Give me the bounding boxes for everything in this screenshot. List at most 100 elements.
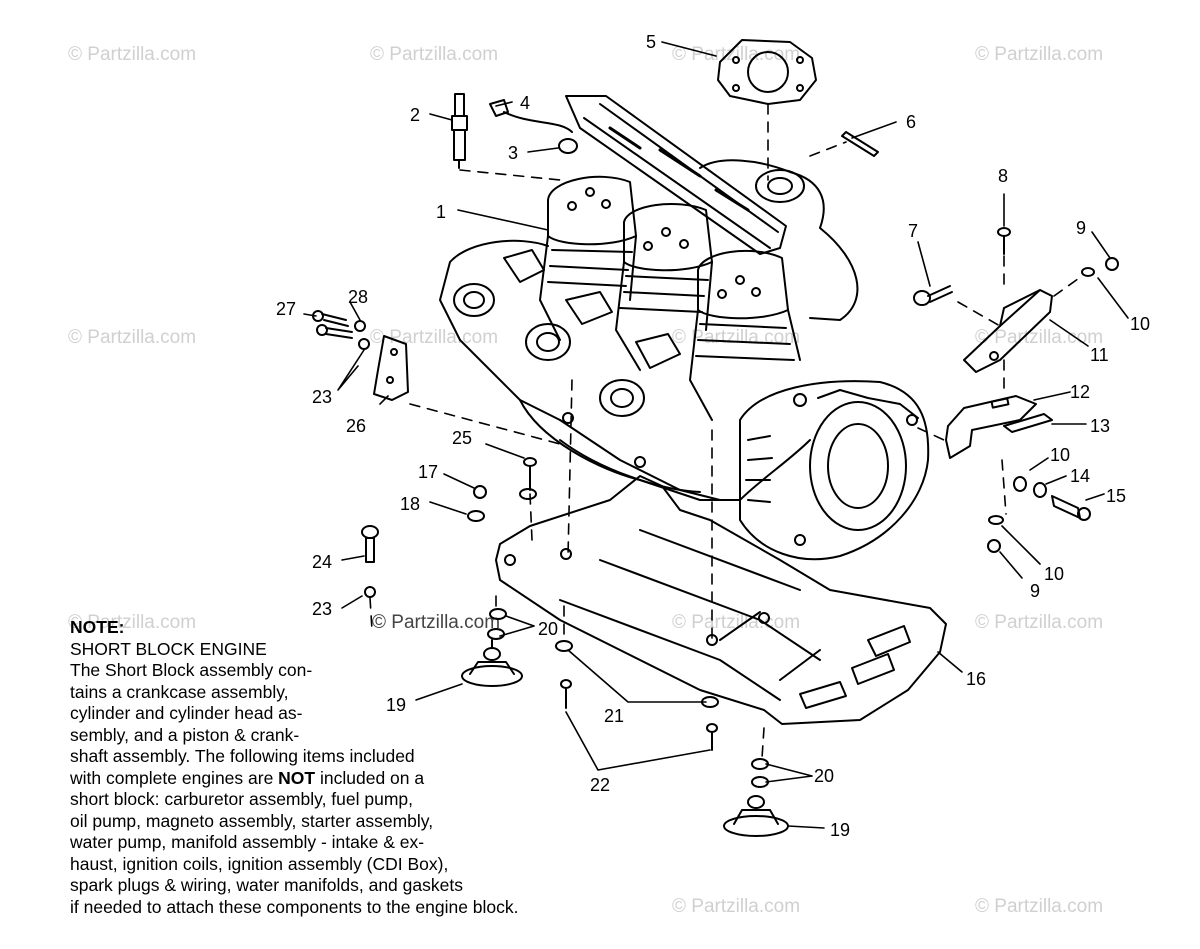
note-line: shaft assembly. The following items incl… xyxy=(70,746,415,766)
note-text: with complete engines are xyxy=(70,767,279,788)
watermark: © Partzilla.com xyxy=(975,44,1104,65)
sensor-wire xyxy=(503,111,573,133)
callout-number: 14 xyxy=(1070,466,1091,486)
washer-part xyxy=(555,640,573,652)
callout-number: 9 xyxy=(1030,581,1041,601)
washer-part xyxy=(1081,267,1095,277)
bolt-part xyxy=(706,723,718,751)
callout-number: 25 xyxy=(452,428,473,448)
watermark: © Partzilla.com xyxy=(975,327,1104,348)
callout-number: 17 xyxy=(418,462,439,482)
watermark: © Partzilla.com xyxy=(370,44,499,65)
callout-number: 4 xyxy=(520,93,531,113)
callout-number: 10 xyxy=(1130,314,1151,334)
callout-number: 21 xyxy=(604,706,625,726)
gasket-part xyxy=(717,39,817,105)
callout-number: 13 xyxy=(1090,416,1111,436)
note-line: if needed to attach these components to … xyxy=(70,896,519,917)
note-line-not: with complete engines are NOT included o… xyxy=(70,768,630,790)
callout-number: 1 xyxy=(436,202,447,222)
bracket-part xyxy=(945,395,1037,459)
engine-mount-part xyxy=(723,795,789,837)
leader-lines xyxy=(303,41,1129,829)
spark-plug-part xyxy=(451,93,468,169)
callout-number: 27 xyxy=(276,299,297,319)
note-title: NOTE: xyxy=(70,617,125,637)
callout-number: 24 xyxy=(312,552,333,572)
callout-number: 3 xyxy=(508,143,519,163)
bolt-part xyxy=(523,457,537,491)
watermark: © Partzilla.com xyxy=(672,896,801,917)
callout-number: 10 xyxy=(1050,445,1071,465)
callout-number: 2 xyxy=(410,105,421,125)
intake-flange-part xyxy=(453,249,681,417)
dowel-pin-part xyxy=(841,131,879,157)
callout-number: 23 xyxy=(312,599,333,619)
bracket-part xyxy=(963,289,1053,373)
note-line: haust, ignition coils, ignition assembly… xyxy=(70,853,449,874)
mount-plate-part xyxy=(495,475,947,725)
bolt-part xyxy=(997,227,1011,255)
watermark: © Partzilla.com xyxy=(68,612,197,633)
callout-number: 20 xyxy=(538,619,559,639)
watermark: © Partzilla.com xyxy=(68,327,197,348)
nut-part xyxy=(473,485,487,499)
washer-part xyxy=(467,510,485,522)
bracket-part xyxy=(373,335,409,401)
callout-number: 19 xyxy=(830,820,851,840)
callout-number: 18 xyxy=(400,494,421,514)
callout-number: 12 xyxy=(1070,382,1091,402)
washer-part xyxy=(1033,482,1047,498)
watermark: © Partzilla.com xyxy=(975,896,1104,917)
washer-part xyxy=(519,488,537,500)
callout-number: 9 xyxy=(1076,218,1087,238)
note-text: included on a xyxy=(315,767,425,788)
washer-part xyxy=(1013,476,1027,492)
watermark-dark: © Partzilla.com xyxy=(372,612,501,633)
callout-number: 20 xyxy=(814,766,835,786)
note-emphasis: NOT xyxy=(278,767,316,788)
nut-part xyxy=(1105,257,1119,271)
washer-part xyxy=(354,320,366,332)
clip-part xyxy=(558,138,578,154)
note-line: spark plugs & wiring, water manifolds, a… xyxy=(70,875,463,895)
callout-number: 10 xyxy=(1044,564,1065,584)
callout-number: 22 xyxy=(590,775,611,795)
callout-number: 15 xyxy=(1106,486,1127,506)
callout-number: 26 xyxy=(346,416,367,436)
callout-number: 6 xyxy=(906,112,917,132)
note-line: The Short Block assembly con- xyxy=(70,660,313,680)
short-block-note: NOTE: SHORT BLOCK ENGINE The Short Block… xyxy=(70,617,630,918)
callout-number: 7 xyxy=(908,221,919,241)
sensor-part xyxy=(489,99,509,117)
cylinder-block-part xyxy=(439,235,801,501)
exhaust-manifold-part xyxy=(699,159,859,321)
callout-number: 11 xyxy=(1090,345,1109,365)
note-line: tains a crankcase assembly, xyxy=(70,681,289,702)
callout-number: 8 xyxy=(998,166,1009,186)
bolt-part xyxy=(913,285,953,306)
washer-part xyxy=(489,608,507,620)
note-line: short block: carburetor assembly, fuel p… xyxy=(70,789,414,809)
nut-part xyxy=(987,539,1001,553)
bolt-part xyxy=(361,525,379,563)
crankcase-part xyxy=(519,399,811,501)
alignment-lines xyxy=(369,103,1083,759)
callout-number: 16 xyxy=(966,669,987,689)
note-line: SHORT BLOCK ENGINE xyxy=(70,638,267,659)
engine-mount-part xyxy=(461,639,523,687)
callout-number: 28 xyxy=(348,287,369,307)
water-manifold-part xyxy=(565,95,787,255)
washer-part xyxy=(988,515,1004,525)
note-line: water pump, manifold assembly - intake &… xyxy=(70,832,425,852)
washer-part xyxy=(364,586,376,598)
callout-number: 5 xyxy=(646,32,657,52)
watermark: © Partzilla.com xyxy=(975,612,1104,633)
note-line: oil pump, magneto assembly, starter asse… xyxy=(70,810,434,831)
watermark: © Partzilla.com xyxy=(672,44,801,65)
callout-number: 23 xyxy=(312,387,333,407)
bolt-part xyxy=(1051,495,1091,521)
washer-part xyxy=(358,338,370,350)
